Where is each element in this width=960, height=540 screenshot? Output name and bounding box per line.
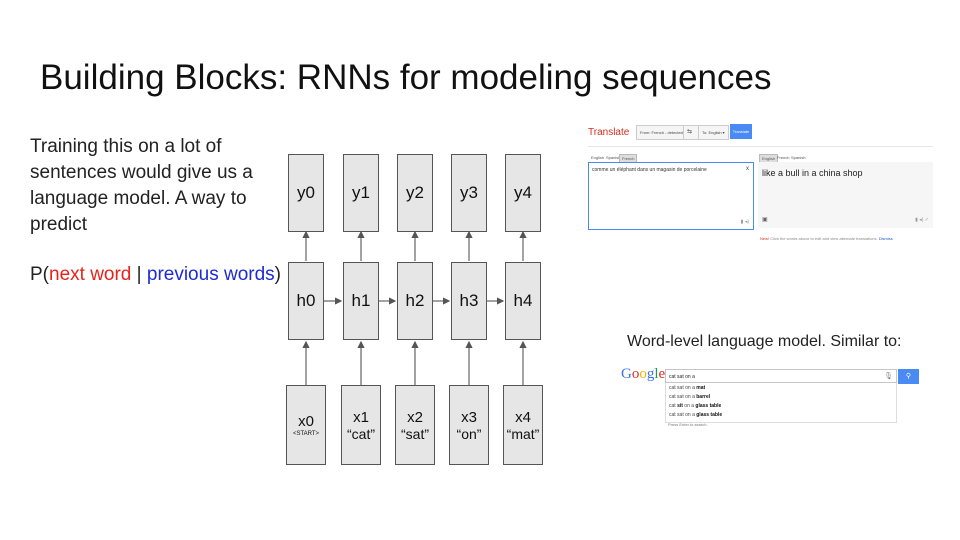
note-new: New! (760, 236, 770, 241)
rnn-output-node: y2 (397, 154, 433, 232)
description-line: predict (30, 214, 88, 235)
rnn-input-node: x4 “mat” (503, 385, 543, 465)
formula-next-word: next word (49, 264, 132, 285)
clear-button[interactable]: x (746, 166, 749, 172)
note-text: Click the words above to edit and view a… (769, 236, 879, 241)
to-language-select[interactable]: To: English ▾ (698, 125, 729, 140)
description-text: Training this on a lot of sentences woul… (30, 134, 280, 238)
input-word: “mat” (506, 425, 540, 442)
input-word: “sat” (401, 425, 429, 442)
dismiss-link[interactable]: Dismiss (878, 236, 893, 241)
formula-separator: | (131, 264, 147, 285)
listen-icon[interactable]: ▮ ◂) ✓ (915, 217, 929, 223)
translate-button[interactable]: Translate (730, 124, 752, 139)
suggestion-item[interactable]: cat sit on a glass table (669, 403, 722, 409)
rnn-input-node: x1 “cat” (341, 385, 381, 465)
rnn-output-node: y0 (288, 154, 324, 232)
input-label: x0 (298, 413, 314, 430)
description-line: language model. A way to (30, 188, 247, 209)
suggestion-item[interactable]: cat sat on a glass table (669, 412, 723, 418)
google-logo: Google (621, 366, 666, 382)
autocomplete-list: cat sat on a mat cat sat on a barrel cat… (665, 383, 897, 423)
rnn-hidden-node: h4 (505, 262, 541, 340)
description-line: sentences would give us a (30, 162, 253, 183)
tab-source-english[interactable]: English (591, 155, 605, 160)
formula-suffix: ) (274, 264, 281, 285)
input-word: “on” (456, 425, 482, 442)
rnn-hidden-node: h3 (451, 262, 487, 340)
rnn-input-node: x2 “sat” (395, 385, 435, 465)
divider (588, 146, 933, 147)
search-query: cat sat on a (669, 374, 695, 380)
speaker-icon[interactable]: ▮ ◂) (740, 219, 749, 225)
input-label: x2 (407, 408, 423, 426)
input-label: x3 (461, 408, 477, 426)
page-title: Building Blocks: RNNs for modeling seque… (40, 58, 772, 97)
output-text: like a bull in a china shop (762, 168, 863, 178)
source-text: comme un éléphant dans un magasin de por… (592, 167, 707, 173)
input-word: “cat” (347, 425, 375, 442)
rnn-output-node: y4 (505, 154, 541, 232)
rnn-output-node: y3 (451, 154, 487, 232)
tab-target-french[interactable]: French (777, 155, 790, 160)
rnn-hidden-node: h0 (288, 262, 324, 340)
rnn-hidden-node: h1 (343, 262, 379, 340)
translate-panel: Translate From: French - detected ▾ ⇆ To… (588, 120, 933, 250)
search-icon: ⚲ (905, 373, 912, 380)
word-level-caption: Word-level language model. Similar to: (627, 333, 902, 350)
swap-icon[interactable]: ⇆ (683, 125, 699, 140)
suggestion-item[interactable]: cat sat on a mat (669, 385, 706, 391)
rnn-hidden-node: h2 (397, 262, 433, 340)
tab-target-spanish[interactable]: Spanish (791, 155, 806, 160)
from-language-select[interactable]: From: French - detected ▾ (636, 125, 691, 140)
suggestion-item[interactable]: cat sat on a barrel (669, 394, 711, 400)
probability-formula: P(next word | previous words) (30, 264, 281, 286)
rnn-input-node: x3 “on” (449, 385, 489, 465)
microphone-icon[interactable]: 🎙 (884, 373, 893, 380)
source-textarea[interactable]: comme un éléphant dans un magasin de por… (588, 162, 754, 230)
rnn-input-node: x0 <START> (286, 385, 326, 465)
formula-previous-words: previous words (146, 264, 275, 285)
translate-logo: Translate (588, 127, 630, 138)
search-button[interactable]: ⚲ (898, 369, 919, 384)
input-label: x4 (515, 408, 531, 426)
phrasebook-icon[interactable]: ▣ (762, 217, 768, 223)
search-input[interactable]: cat sat on a 🎙 (665, 369, 897, 383)
translate-note: New! Click the words above to edit and v… (760, 236, 893, 241)
description-line: Training this on a lot of (30, 136, 222, 157)
press-enter-hint: Press Enter to search. (668, 422, 708, 427)
tab-source-spanish[interactable]: Spanish (606, 155, 621, 160)
translation-output: like a bull in a china shop ▣ ▮ ◂) ✓ (758, 162, 933, 228)
formula-prefix: P( (30, 264, 49, 285)
rnn-output-node: y1 (343, 154, 379, 232)
input-word: <START> (292, 431, 320, 437)
input-label: x1 (353, 408, 369, 426)
